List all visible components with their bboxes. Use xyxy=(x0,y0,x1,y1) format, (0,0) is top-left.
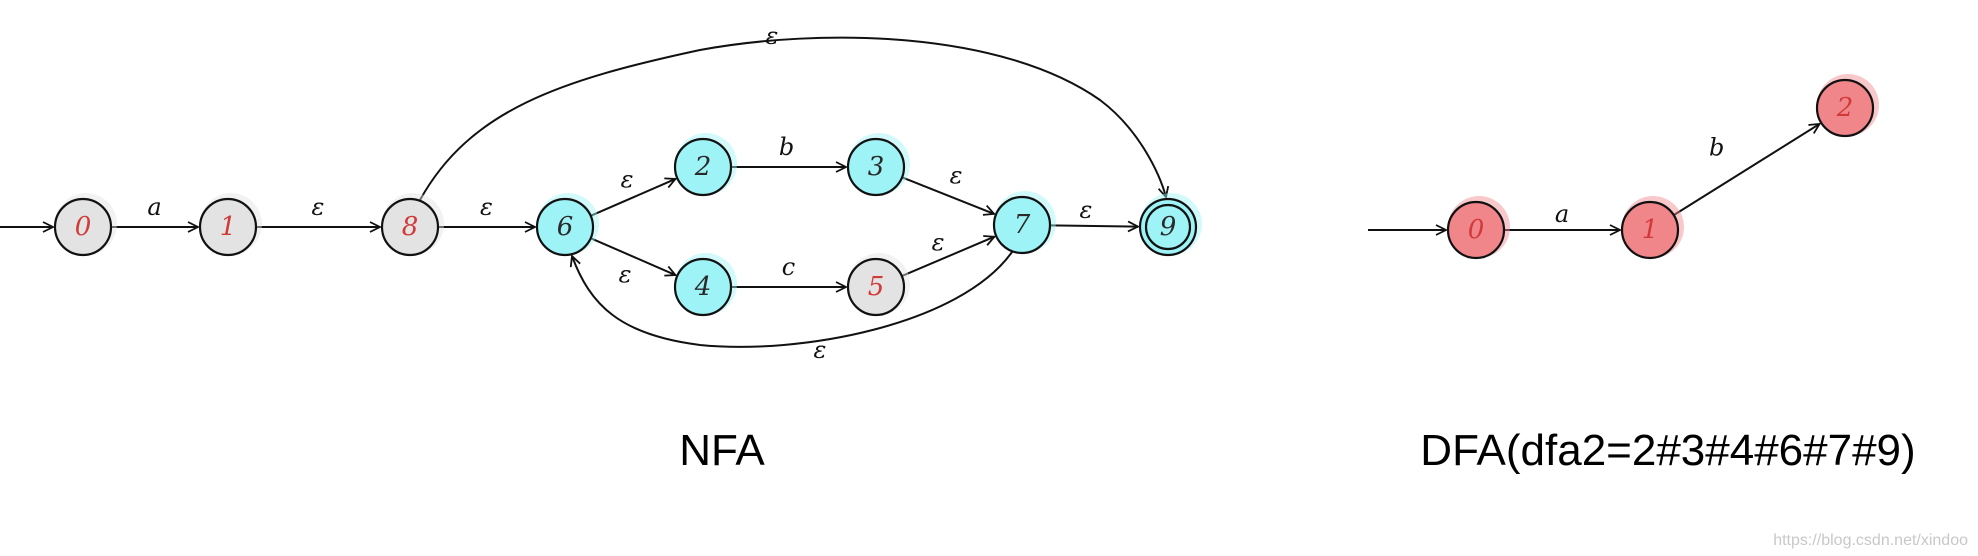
nfa-state-2: 2 xyxy=(673,133,737,197)
nfa-state-circle-3 xyxy=(846,137,906,197)
nfa-edge-6-2 xyxy=(590,179,676,217)
nfa-state-label-9: 9 xyxy=(1160,212,1177,242)
dfa-state-2: 2 xyxy=(1815,74,1879,138)
nfa-state-7: 7 xyxy=(992,191,1056,255)
dfa-state-1: 1 xyxy=(1620,196,1684,260)
dfa-state-label-0: 0 xyxy=(1468,215,1485,245)
dfa-state-circle-2 xyxy=(1815,78,1875,138)
nfa-state-label-0: 0 xyxy=(75,212,92,242)
dfa-caption: DFA(dfa2=2#3#4#6#7#9) xyxy=(1420,426,1915,475)
nfa-state-9: 9 xyxy=(1138,193,1202,257)
nfa-state-label-1: 1 xyxy=(220,212,237,242)
nfa-state-label-5: 5 xyxy=(868,272,885,302)
nfa-edge-label-4-5: c xyxy=(782,253,795,281)
nfa-state-1: 1 xyxy=(198,193,262,257)
dfa-state-circle-1 xyxy=(1620,200,1680,260)
nfa-state-label-7: 7 xyxy=(1014,210,1031,240)
nfa-state-3: 3 xyxy=(846,133,910,197)
nodes-layer: 0 1 8 6 2 3 4 5 7 9 0 1 2 xyxy=(53,74,1879,317)
nfa-edge-8-9 xyxy=(419,36,1166,201)
nfa-state-6: 6 xyxy=(535,193,599,257)
nfa-state-5: 5 xyxy=(846,253,910,317)
nfa-edge-label-7-9: ε xyxy=(1080,196,1093,224)
nfa-state-circle-2 xyxy=(673,137,733,197)
nfa-edge-label-6-2: ε xyxy=(621,165,634,193)
nfa-state-circle-6 xyxy=(535,197,595,257)
nfa-state-circle-5 xyxy=(846,257,906,317)
nfa-edge-label-8-6: ε xyxy=(480,193,493,221)
nfa-edge-7-6 xyxy=(572,251,1013,348)
nfa-state-accept-ring-9 xyxy=(1144,203,1192,251)
dfa-state-circle-0 xyxy=(1446,200,1506,260)
nfa-state-label-3: 3 xyxy=(868,152,885,182)
nfa-state-circle-0 xyxy=(53,197,113,257)
nfa-edge-7-9 xyxy=(1049,225,1138,226)
nfa-state-label-6: 6 xyxy=(557,212,574,242)
nfa-caption: NFA xyxy=(679,426,765,475)
nfa-state-circle-7 xyxy=(992,195,1052,255)
dfa-edge-label-1-2: b xyxy=(1709,134,1724,162)
watermark: https://blog.csdn.net/xindoo xyxy=(1773,532,1968,549)
nfa-edge-6-4 xyxy=(590,237,676,275)
dfa-state-0: 0 xyxy=(1446,196,1510,260)
nfa-edge-5-7 xyxy=(901,237,995,277)
dfa-state-label-2: 2 xyxy=(1836,93,1854,123)
nfa-edge-label-2-3: b xyxy=(779,133,794,161)
dfa-state-label-1: 1 xyxy=(1642,215,1659,245)
nfa-state-label-8: 8 xyxy=(402,212,419,242)
labels-layer: a ε ε ε ε b c ε ε ε ε ε a b xyxy=(147,22,1724,364)
nfa-state-circle-1 xyxy=(198,197,258,257)
nfa-state-circle-8 xyxy=(380,197,440,257)
nfa-state-label-4: 4 xyxy=(694,272,712,302)
nfa-edge-3-7 xyxy=(901,176,994,214)
nfa-edge-label-7-6: ε xyxy=(814,336,827,364)
nfa-state-4: 4 xyxy=(673,253,737,317)
nfa-state-circle-4 xyxy=(673,257,733,317)
nfa-state-circle-9 xyxy=(1138,197,1198,257)
nfa-state-8: 8 xyxy=(380,193,444,257)
nfa-edge-label-6-4: ε xyxy=(619,261,632,289)
nfa-edge-label-1-8: ε xyxy=(312,193,325,221)
nfa-state-label-2: 2 xyxy=(694,152,712,182)
nfa-edge-label-0-1: a xyxy=(147,193,161,221)
dfa-edge-1-2 xyxy=(1673,124,1820,216)
nfa-edge-label-3-7: ε xyxy=(950,162,963,190)
nfa-state-0: 0 xyxy=(53,193,117,257)
edges-layer xyxy=(0,36,1820,348)
nfa-edge-label-8-9: ε xyxy=(766,22,779,50)
nfa-edge-label-5-7: ε xyxy=(932,228,945,256)
dfa-edge-label-0-1: a xyxy=(1555,200,1569,228)
